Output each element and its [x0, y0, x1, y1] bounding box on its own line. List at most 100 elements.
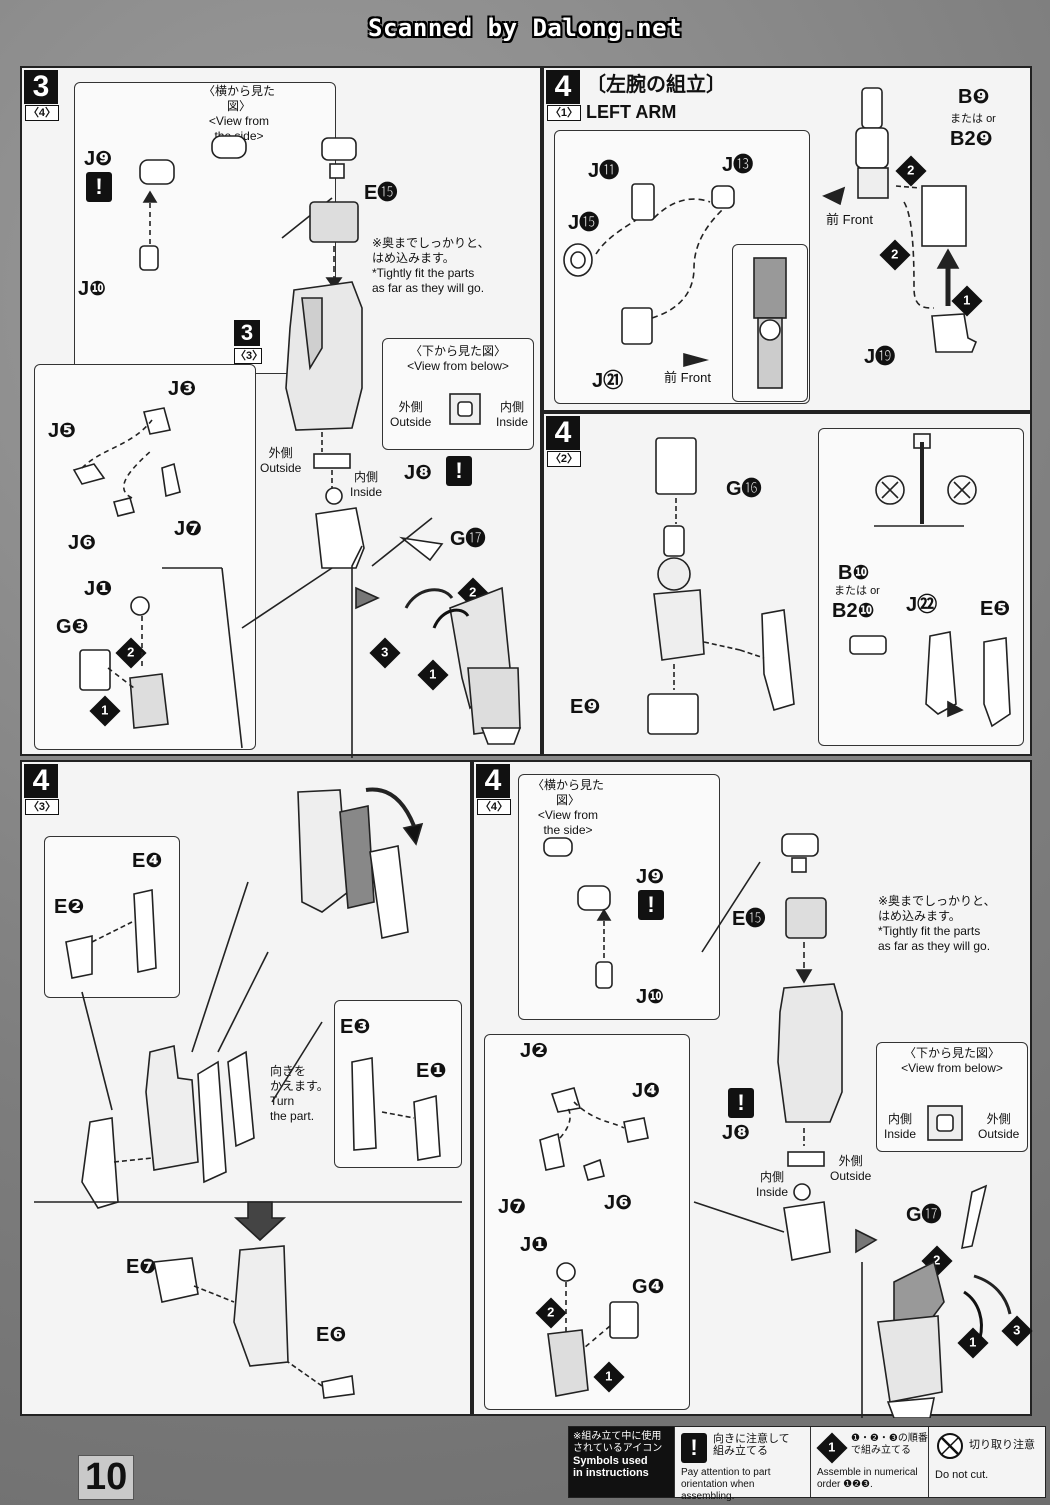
or-en-1: or	[986, 113, 996, 125]
or-jp-1: または	[950, 113, 983, 125]
part-label-j10-b: J❿	[636, 986, 665, 1008]
part-label-j9: J❾	[84, 148, 113, 170]
view-below-jp: 〈下から見た図〉	[409, 344, 506, 358]
part-label-e6: E❻	[316, 1324, 347, 1346]
substep-number: 〈4〉	[477, 799, 511, 815]
panel-step-4-2: 4 〈2〉 G⓰ E❾ B❿ または or B2❿ J㉒ E❺	[542, 412, 1032, 756]
panel-4-2-drawings	[647, 433, 1011, 735]
step-number: 4	[546, 416, 580, 450]
turn-jp1: 向きを	[270, 1064, 307, 1078]
outside-label-3: 外側 Outside	[830, 1154, 871, 1184]
legend-cut-en: Do not cut.	[935, 1469, 989, 1481]
step-title-en: LEFT ARM	[586, 102, 677, 122]
attention-icon-3: !	[638, 890, 664, 920]
inside-en: Inside	[496, 415, 529, 429]
inside-en-4: Inside	[884, 1127, 917, 1141]
inside-jp-4: 内側	[888, 1112, 913, 1126]
legend-order-jp1: ❶・❷・❸の順番	[851, 1433, 928, 1444]
legend-attn-en2: orientation when assembling.	[681, 1479, 755, 1502]
side-view-box-2	[518, 774, 720, 1020]
step-number-ref: 3	[234, 320, 260, 346]
substep-number-ref: 〈3〉	[234, 348, 264, 364]
part-label-j1-b: J❶	[520, 1234, 549, 1256]
inside-jp-2: 内側	[354, 470, 379, 484]
part-label-g17: G⓱	[450, 528, 486, 550]
legend-title-jp2: されているアイコン	[573, 1443, 663, 1454]
part-label-j10: J❿	[78, 278, 107, 300]
step-number: 4	[476, 764, 510, 798]
tight-jp2-2: はめ込みます。	[878, 909, 961, 923]
substep-number: 〈4〉	[25, 105, 59, 121]
part-label-g16: G⓰	[726, 478, 762, 500]
scan-credit: Scanned by Dalong.net	[368, 14, 682, 42]
outside-jp-3: 外側	[838, 1154, 863, 1168]
tight-jp1-2: ※奥までしっかりと、	[878, 894, 996, 908]
substep-number: 〈3〉	[25, 799, 59, 815]
inside-label-3: 内側 Inside	[756, 1170, 788, 1200]
part-label-b9: B❾	[958, 86, 990, 108]
panel-3-4-drawings	[72, 135, 522, 758]
inside-jp: 内側	[500, 400, 525, 414]
tight-fit-note-2: ※奥までしっかりと、 はめ込みます。 *Tightly fit the part…	[878, 894, 1028, 954]
part-label-b210: B2❿	[832, 600, 875, 622]
part-label-e15-b: E⓯	[732, 908, 766, 930]
turn-en1: Turn	[270, 1094, 295, 1108]
view-below-label: 〈下から見た図〉 <View from below>	[388, 344, 528, 374]
inside-label-2: 内側 Inside	[350, 470, 382, 500]
part-label-j6-b: J❻	[604, 1192, 633, 1214]
tight-en2: as far as they will go.	[372, 281, 485, 295]
e4-sub-box	[44, 836, 180, 998]
view-below-jp-2: 〈下から見た図〉	[903, 1046, 1000, 1060]
outside-jp-2: 外側	[268, 446, 293, 460]
legend-title-en2: in instructions	[573, 1467, 649, 1479]
symbol-legend: ※組み立て中に使用 されているアイコン Symbols used in inst…	[568, 1426, 1046, 1502]
part-label-g3: G❸	[56, 616, 89, 638]
outside-jp: 外側	[398, 400, 423, 414]
outside-jp-4: 外側	[986, 1112, 1011, 1126]
tight-en1: *Tightly fit the parts	[372, 266, 475, 280]
outside-en: Outside	[390, 415, 432, 429]
substep-number: 〈2〉	[547, 451, 581, 467]
tight-en2-2: as far as they will go.	[878, 939, 991, 953]
part-label-g17-b: G⓱	[906, 1204, 942, 1226]
substep-number: 〈1〉	[547, 105, 581, 121]
view-side-en1-2: <View from	[537, 808, 599, 822]
outside-label-4: 外側 Outside	[978, 1112, 1019, 1142]
legend-attn-jp1: 向きに注意して	[713, 1433, 790, 1445]
part-label-j8: J❽	[404, 462, 433, 484]
part-label-j7-b: J❼	[498, 1196, 527, 1218]
part-label-e3: E❸	[340, 1016, 371, 1038]
part-label-e2: E❷	[54, 896, 85, 918]
or-label-2: または or	[834, 584, 880, 599]
part-label-e1: E❶	[416, 1060, 447, 1082]
or-label-1: または or	[950, 112, 996, 127]
inside-en-2: Inside	[350, 485, 383, 499]
front-label-1: 前 Front	[664, 370, 711, 385]
panel-4-4-drawings	[539, 833, 1012, 1418]
legend-attention-cell: ! 向きに注意して 組み立てる Pay attention to part or…	[675, 1427, 811, 1502]
panel-step-4-1: 4 〈1〉 〔左腕の組立〕 LEFT ARM J⓫ J⓭ J⓯ J㉑ 前 Fro…	[542, 66, 1032, 412]
part-label-j4: J❹	[632, 1080, 661, 1102]
part-label-j2: J❷	[520, 1040, 549, 1062]
view-side-en2-2: the side>	[543, 823, 593, 837]
part-label-j8-b: J❽	[722, 1122, 751, 1144]
or-jp-2: または	[834, 585, 867, 597]
panel-step-4-3: 4 〈3〉 E❹ E❷ E❸ E❶ 向きを かえます。 Turn the par…	[20, 760, 472, 1416]
legend-attention-icon: !	[681, 1433, 707, 1463]
part-label-e4: E❹	[132, 850, 163, 872]
tight-jp2: はめ込みます。	[372, 251, 455, 265]
legend-attn-jp2: 組み立てる	[713, 1445, 768, 1457]
tight-en1-2: *Tightly fit the parts	[878, 924, 981, 938]
panel-4-1-drawings	[563, 87, 978, 389]
turn-en2: the part.	[270, 1109, 315, 1123]
view-side-jp: 〈横から見た図〉	[202, 84, 275, 113]
tight-fit-note: ※奥までしっかりと、 はめ込みます。 *Tightly fit the part…	[372, 236, 522, 296]
part-label-b10: B❿	[838, 562, 870, 584]
view-below-en-2: <View from below>	[901, 1061, 1003, 1075]
view-side-jp-2: 〈横から見た図〉	[531, 778, 604, 807]
part-label-j13: J⓭	[722, 154, 754, 176]
attention-icon: !	[86, 172, 112, 202]
inside-label-4: 内側 Inside	[884, 1112, 916, 1142]
legend-order-jp2: で組み立てる	[851, 1445, 911, 1456]
